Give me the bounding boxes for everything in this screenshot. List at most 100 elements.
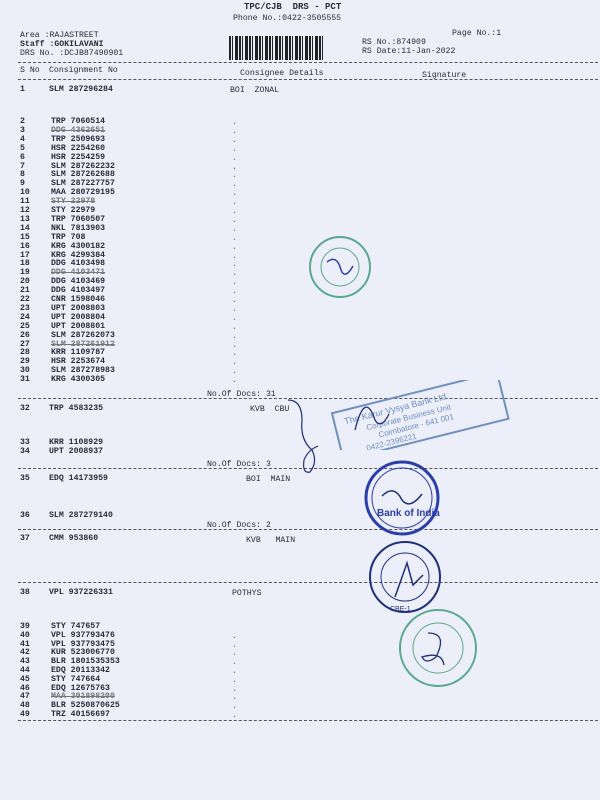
consignment-number: SLM 287262073 [51,330,115,340]
serial-number: 36 [20,511,30,520]
signature-dot: . [232,702,237,712]
col-consignee: Consignee Details [240,69,324,78]
consignment-number: CMM 953860 [49,534,99,543]
consignee-name: BOI MAIN [246,475,291,484]
kvb-main-stamp: CBE-1 [369,541,441,613]
signature-dot: . [232,135,237,145]
signature-dot: . [232,126,237,136]
consignment-number: SLM 287278983 [51,366,115,376]
signature-dot: . [232,376,237,386]
signature-dot: . [232,296,237,305]
signature-dot: . [232,153,237,163]
consignment-number: STY 747664 [51,674,101,684]
group-divider [18,720,598,721]
boi-main-stamp: Bank of India [364,460,440,536]
serial-number: 31 [20,375,30,385]
serial-number: 4 [20,134,25,144]
consignment-number: NKL 7813903 [51,223,106,233]
consignment-number: TRZ 40156697 [51,710,110,719]
consignment-number: VPL 937793476 [51,630,115,640]
consignment-number: UPT 2008937 [49,447,104,456]
serial-number: 28 [20,348,30,358]
signature-dot: . [232,251,237,261]
svg-text:CBE-1: CBE-1 [390,606,411,613]
group-divider [18,582,598,583]
consignment-number: STY 22978 [51,197,96,207]
consignment-number: KUR 523006770 [51,648,115,658]
pothys-stamp [399,609,477,687]
serial-number: 47 [20,692,30,702]
serial-number: 16 [20,241,30,251]
consignment-number: TRP 2509693 [51,134,106,144]
consignment-number: SLM 287262688 [51,170,115,180]
signature-dot: . [232,684,237,694]
signature-dot: . [232,358,237,368]
col-consignment: Consignment No [49,66,118,75]
signature-dot: . [232,215,237,225]
consignment-number: HSR 2254260 [51,143,106,153]
serial-number: 5 [20,143,25,153]
consignee-name: KVB MAIN [246,536,296,545]
serial-number: 20 [20,277,30,287]
consignment-number: EDQ 14173959 [49,474,108,483]
consignment-number: CNR 1598046 [51,295,106,304]
boi-zonal-stamp [309,236,371,298]
serial-number: 1 [20,85,25,94]
consignment-number: TRP 7060507 [51,214,106,224]
divider [18,79,598,80]
serial-number: 42 [20,648,30,658]
consignment-number: EDQ 20113342 [51,666,110,675]
svg-text:Bank of India: Bank of India [377,508,440,519]
consignment-number: STY 747657 [51,622,101,631]
consignment-number: MAA 280729195 [51,188,115,198]
signature-dot: . [232,269,237,279]
serial-number: 37 [20,534,30,543]
consignment-number: KRG 4300182 [51,241,106,251]
signature-dot: . [232,667,237,676]
kvb-cbu-stamp: The Karur Vysya Bank Ltd. Corporate Busi… [330,380,510,450]
consignment-number: KRG 4299384 [51,250,106,260]
consignment-number: UPT 2008801 [51,321,106,331]
signature-dot: . [232,118,237,127]
consignment-number: DDG 4103471 [51,268,106,278]
phone-number: Phone No.:0422-3505555 [233,14,342,23]
signature-dot: . [232,367,237,377]
serial-number: 13 [20,214,30,224]
serial-number: 44 [20,666,30,675]
docs-count: No.Of Docs: 3 [207,460,271,469]
signature-dot: . [232,278,237,288]
signature-dot: . [232,287,237,297]
signature-dot: . [232,180,237,190]
serial-number: 8 [20,170,25,180]
signature-kvb-cbu [287,399,319,473]
serial-number: 25 [20,321,30,331]
serial-number: 18 [20,259,30,269]
serial-number: 30 [20,366,30,376]
serial-number: 2 [20,117,25,126]
signature-dot: . [232,711,237,720]
consignee-name: KVB CBU [250,405,290,414]
consignment-number: EDQ 12675763 [51,683,110,693]
col-sno: S No [20,66,40,75]
signature-dot: . [232,658,237,668]
drs-number: DRS No. :DCJB87490901 [20,49,124,58]
consignment-number: TRP 4583235 [49,404,104,413]
serial-number: 45 [20,674,30,684]
group-divider [18,529,598,530]
rs-date: RS Date:11-Jan-2022 [362,47,456,56]
consignment-number: DDG 4103469 [51,277,106,287]
serial-number: 40 [20,630,30,640]
signature-dot: . [232,304,237,314]
serial-number: 19 [20,268,30,278]
consignment-number: DDG 4103497 [51,286,106,296]
signature-dot: . [232,144,237,154]
serial-number: 12 [20,206,30,215]
consignment-number: SLM 287261912 [51,339,115,349]
signature-dot: . [232,631,237,641]
consignment-number: MAA 301898200 [51,692,115,702]
consignment-number: BLR 5250870625 [51,701,120,711]
signature-dot: . [232,331,237,341]
signature-dot: . [232,162,237,172]
consignee-name: BOI ZONAL [230,86,280,95]
signature-dot: . [232,260,237,270]
